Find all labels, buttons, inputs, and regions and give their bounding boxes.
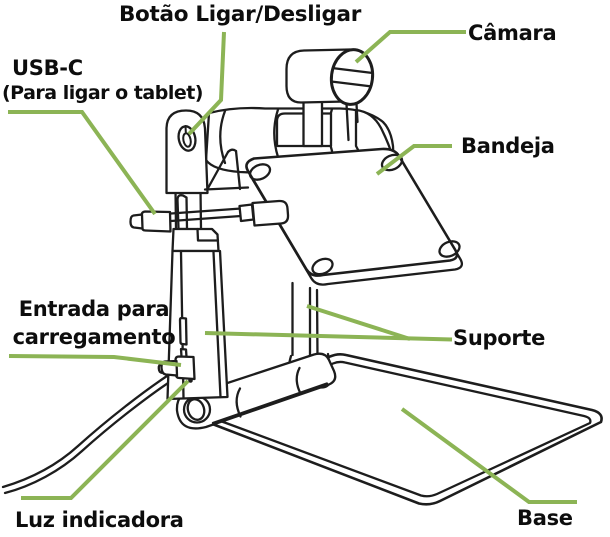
- camera-leader-line: [354, 30, 466, 64]
- label-support: Suporte: [453, 326, 546, 350]
- base-leader-line: [400, 407, 577, 504]
- support-leader-line: [204, 331, 453, 342]
- label-base: Base: [517, 506, 573, 530]
- indicator-light-dot: [188, 378, 193, 383]
- label-indicator-light: Luz indicadora: [15, 508, 184, 532]
- usb-c-leader-line: [8, 110, 157, 216]
- label-charging-port: Entrada para carregamento: [12, 297, 176, 349]
- label-usb-c: USB-C: [12, 56, 83, 80]
- label-camera: Câmara: [468, 21, 557, 45]
- support-leader-line-2: [306, 304, 411, 341]
- label-usb-c-subtitle: (Para ligar o tablet): [2, 82, 204, 104]
- indicator-light-leader-line: [21, 379, 190, 500]
- label-power-button: Botão Ligar/Desligar: [118, 2, 362, 27]
- camera-drawing: [285, 48, 375, 106]
- tray-leader-line: [375, 144, 452, 176]
- label-tray: Bandeja: [461, 134, 555, 158]
- camera-lens-face: [329, 48, 375, 106]
- power-button-drawing: [165, 109, 250, 195]
- tray-drawing: [245, 147, 464, 286]
- usb-plug-drawing: [129, 199, 290, 233]
- cable-drawing: [1, 374, 173, 495]
- charging-port-leader-line: [8, 354, 182, 367]
- power-button-leader-line: [187, 31, 226, 136]
- power-icon: [177, 125, 197, 152]
